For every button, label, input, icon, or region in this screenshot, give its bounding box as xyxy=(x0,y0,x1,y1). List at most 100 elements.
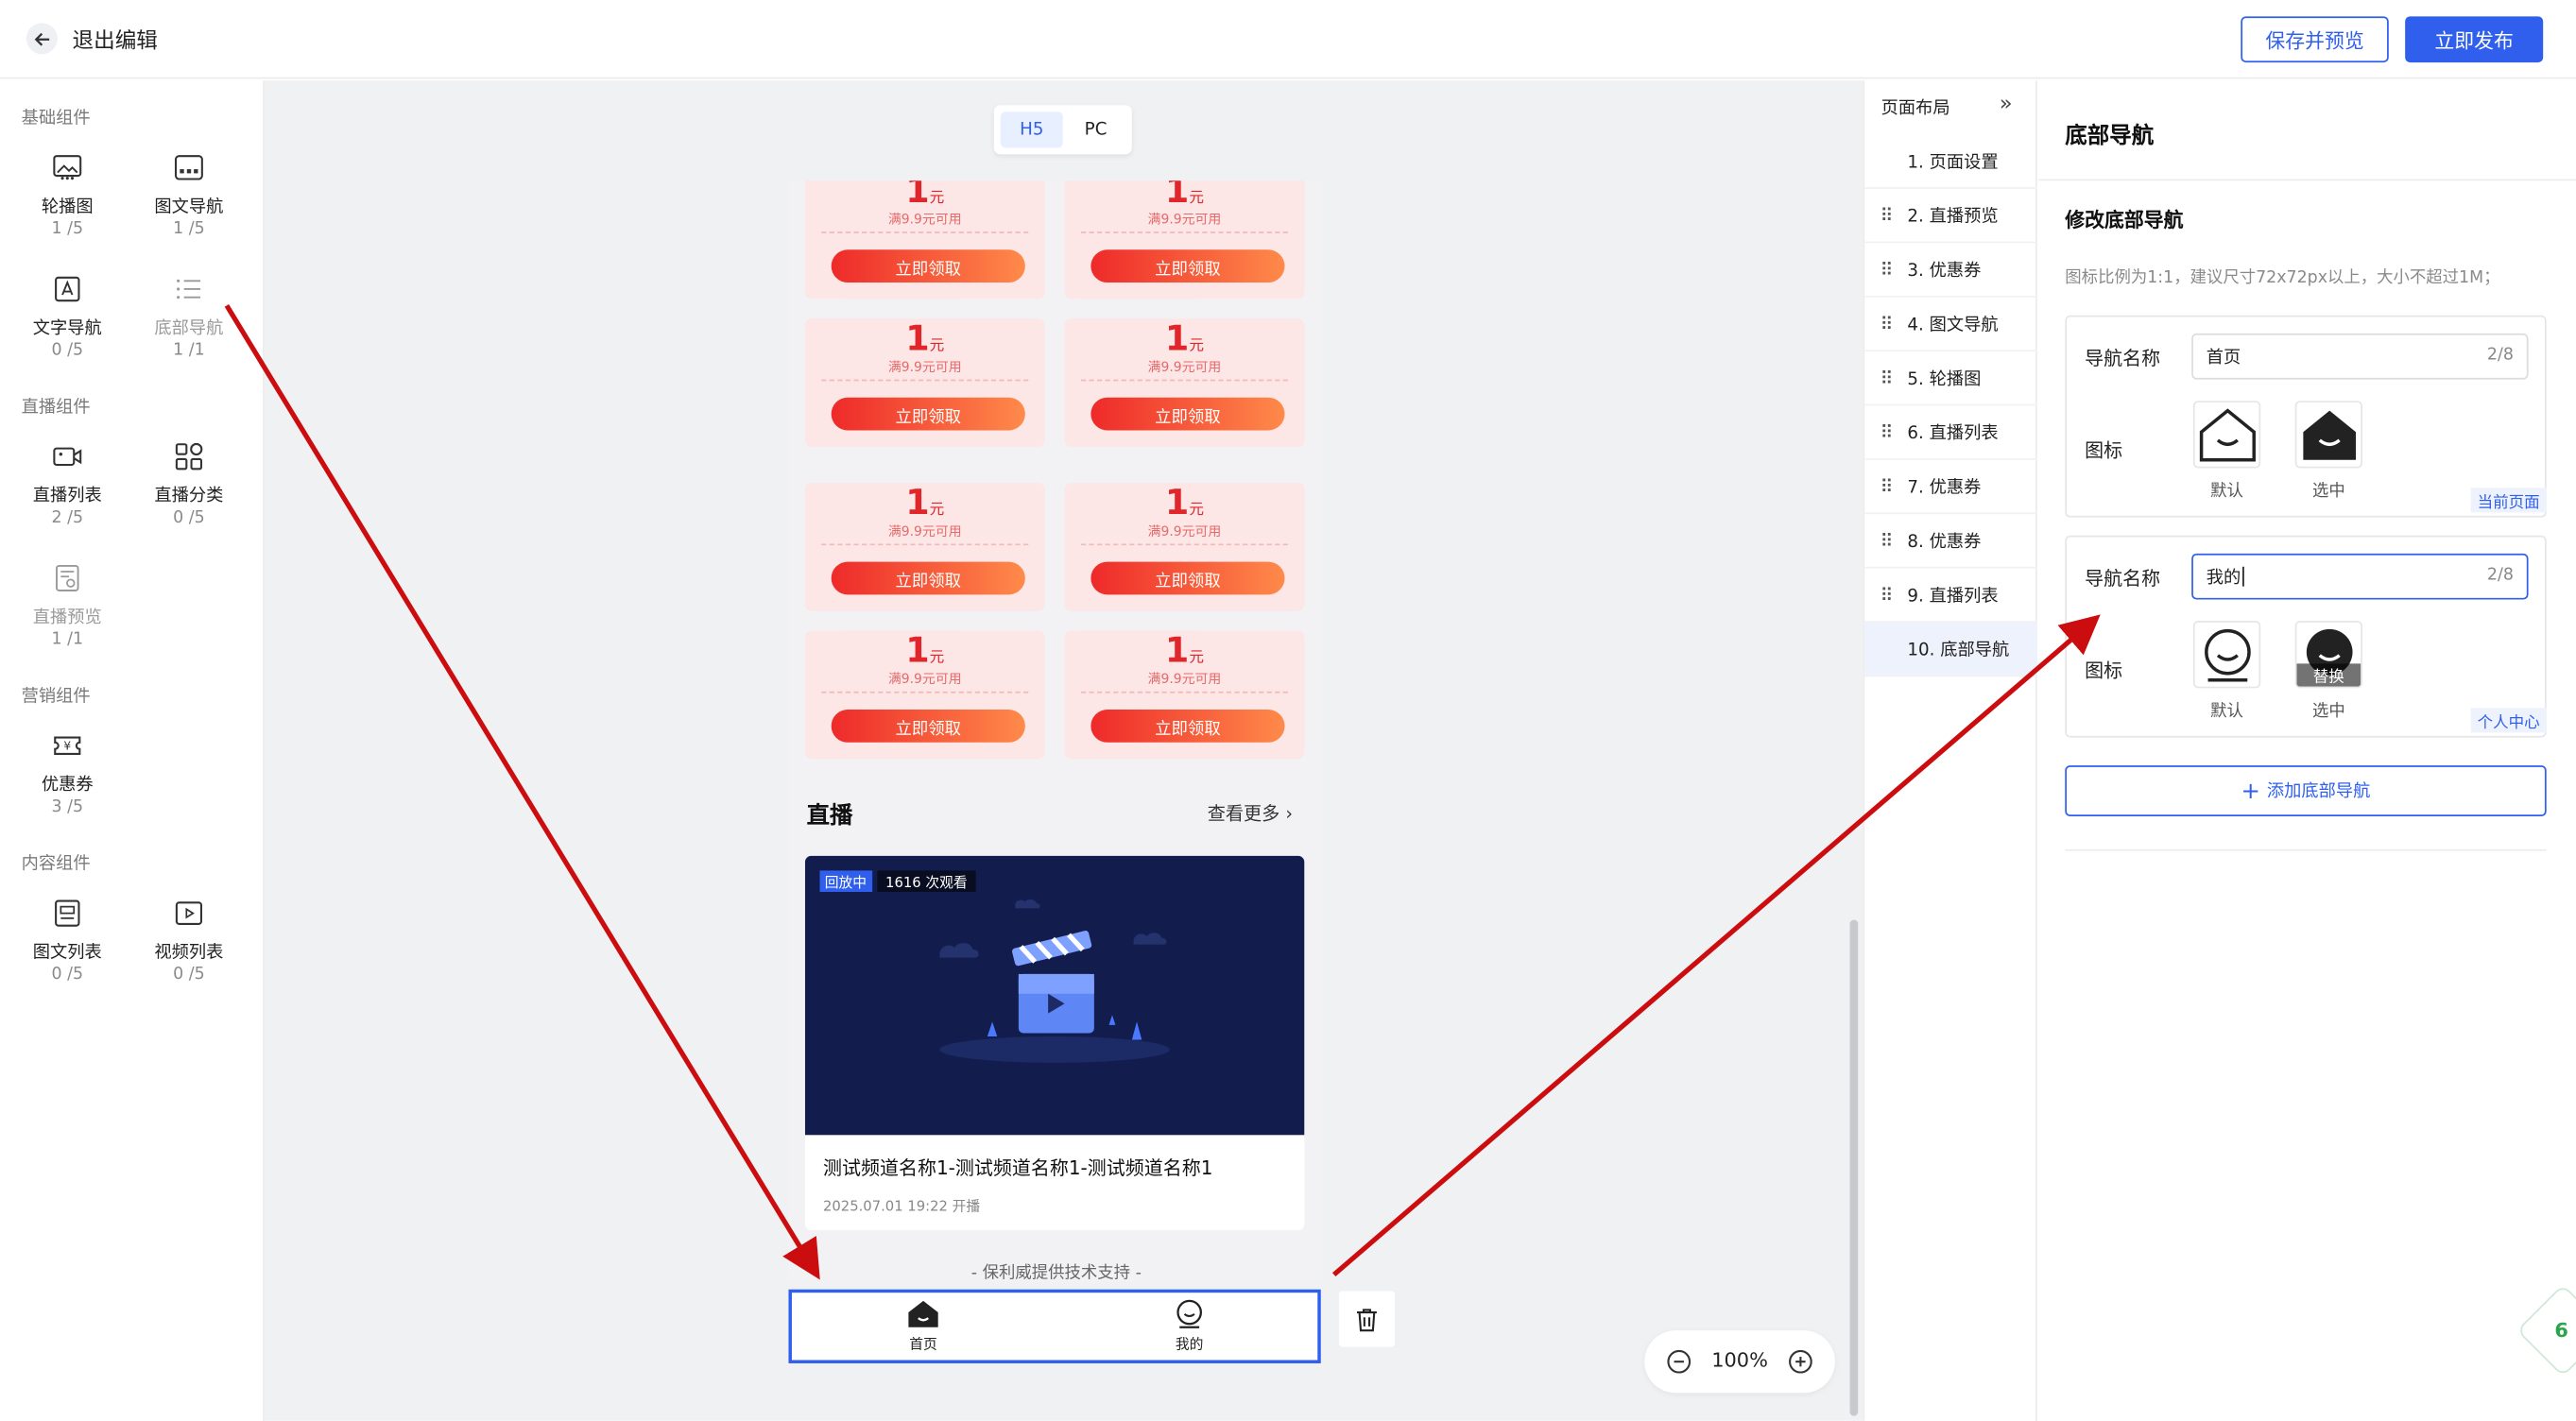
tech-support-text: - 保利威提供技术支持 - xyxy=(970,1264,1142,1283)
claim-coupon-button[interactable]: 立即领取 xyxy=(831,710,1025,743)
claim-coupon-button[interactable]: 立即领取 xyxy=(1091,249,1285,283)
live-card[interactable]: 回放中 1616 次观看 测试频道名称1-测试频道名称1-测试频道名称1 202… xyxy=(804,855,1305,1231)
component-count: 0 /5 xyxy=(51,966,84,984)
svg-text:¥: ¥ xyxy=(63,740,71,753)
delete-button[interactable] xyxy=(1338,1291,1395,1347)
component-article-list[interactable]: 图文列表 0 /5 xyxy=(18,899,116,985)
default-icon-upload[interactable] xyxy=(2192,621,2261,689)
drag-handle-icon[interactable]: ⠿ xyxy=(1880,204,1894,227)
component-video-list[interactable]: 视频列表 0 /5 xyxy=(140,899,238,985)
save-preview-button[interactable]: 保存并预览 xyxy=(2241,16,2389,63)
layout-item[interactable]: ⠿ 3. 优惠券 xyxy=(1864,243,2037,298)
home-filled-icon xyxy=(2302,409,2356,459)
coupon-card: 1元 满9.9元可用 立即领取 xyxy=(804,483,1045,611)
properties-panel xyxy=(2038,80,2576,1421)
component-panel xyxy=(0,80,265,1421)
add-bottom-nav-button[interactable]: +添加底部导航 xyxy=(2065,765,2547,817)
bottom-nav-mine[interactable]: 我的 xyxy=(1141,1299,1239,1354)
component-carousel[interactable]: 轮播图 1 /5 xyxy=(18,153,116,240)
layout-item[interactable]: 1. 页面设置 xyxy=(1864,135,2037,189)
nav-name-input[interactable]: 我的 2/8 xyxy=(2191,553,2529,600)
layout-item[interactable]: ⠿4. 图文导航 xyxy=(1864,298,2037,352)
coupon-card: 1元 满9.9元可用 立即领取 xyxy=(1064,318,1305,447)
publish-button[interactable]: 立即发布 xyxy=(2405,16,2544,63)
zoom-in-icon[interactable] xyxy=(1787,1348,1813,1375)
link-tag[interactable]: 当前页面 xyxy=(2470,488,2547,513)
claim-coupon-button[interactable]: 立即领取 xyxy=(831,397,1025,431)
icon-label: 图标 xyxy=(2085,438,2123,462)
selected-icon-upload[interactable] xyxy=(2294,401,2362,469)
help-widget-icon: 6 xyxy=(2554,1319,2568,1343)
section-title-live: 直播组件 xyxy=(21,397,91,418)
layout-item[interactable]: ⠿5. 轮播图 xyxy=(1864,351,2037,406)
coupon-condition: 满9.9元可用 xyxy=(1147,672,1222,687)
claim-coupon-button[interactable]: 立即领取 xyxy=(1091,710,1285,743)
claim-coupon-button[interactable]: 立即领取 xyxy=(1091,561,1285,595)
component-live-preview[interactable]: 直播预览 1 /1 xyxy=(18,563,116,650)
drag-handle-icon[interactable]: ⠿ xyxy=(1880,420,1894,443)
layout-item[interactable]: ⠿2. 直播预览 xyxy=(1864,189,2037,244)
icon-label: 图标 xyxy=(2085,659,2123,682)
component-name: 文字导航 xyxy=(32,318,102,339)
coupon-unit: 元 xyxy=(929,338,945,355)
collapse-icon[interactable]: » xyxy=(1999,92,2013,117)
back-button[interactable] xyxy=(26,23,58,55)
layout-item[interactable]: ⠿9. 直播列表 xyxy=(1864,569,2037,623)
bottom-nav-home[interactable]: 首页 xyxy=(874,1299,972,1354)
component-count: 0 /5 xyxy=(173,966,205,984)
link-tag[interactable]: 个人中心 xyxy=(2470,708,2547,733)
layout-item[interactable]: ⠿6. 直播列表 xyxy=(1864,405,2037,460)
coupon-amount: 1 xyxy=(905,180,930,211)
layout-item-active[interactable]: 10. 底部导航 xyxy=(1864,622,2037,677)
nav-name-label: 导航名称 xyxy=(2085,566,2161,591)
coupon-card: 1元 满9.9元可用 立即领取 xyxy=(804,180,1045,300)
component-text-nav[interactable]: 文字导航 0 /5 xyxy=(18,274,116,361)
drag-handle-icon[interactable]: ⠿ xyxy=(1880,367,1894,389)
component-bottom-nav[interactable]: 底部导航 1 /1 xyxy=(140,274,238,361)
coupon-unit: 元 xyxy=(1189,502,1204,520)
claim-coupon-button[interactable]: 立即领取 xyxy=(831,561,1025,595)
layout-item-label: 3. 优惠券 xyxy=(1907,260,1982,281)
drag-handle-icon[interactable]: ⠿ xyxy=(1880,584,1894,606)
view-more-link[interactable]: 查看更多 › xyxy=(1208,800,1293,827)
drag-handle-icon[interactable]: ⠿ xyxy=(1880,529,1894,552)
char-count: 2/8 xyxy=(2486,566,2514,585)
zoom-out-icon[interactable] xyxy=(1666,1348,1692,1375)
coupon-amount: 1 xyxy=(1164,180,1190,211)
coupon-unit: 元 xyxy=(1189,650,1204,667)
drag-handle-icon[interactable]: ⠿ xyxy=(1880,258,1894,281)
component-live-list[interactable]: 直播列表 2 /5 xyxy=(18,442,116,529)
nav-name-value: 我的 xyxy=(2206,567,2241,588)
layout-item-label: 10. 底部导航 xyxy=(1907,640,2010,660)
coupon-unit: 元 xyxy=(929,650,945,667)
drag-handle-icon[interactable]: ⠿ xyxy=(1880,475,1894,497)
component-count: 1 /1 xyxy=(173,341,205,360)
home-outline-icon xyxy=(2198,407,2256,461)
layout-item[interactable]: ⠿8. 优惠券 xyxy=(1864,514,2037,569)
nav-name-label: 导航名称 xyxy=(2085,346,2161,370)
coupon-card: 1元 满9.9元可用 立即领取 xyxy=(804,318,1045,447)
claim-coupon-button[interactable]: 立即领取 xyxy=(1091,397,1285,431)
selected-icon-upload[interactable]: 替换 xyxy=(2294,621,2362,689)
coupon-condition: 满9.9元可用 xyxy=(887,359,962,375)
layout-item[interactable]: ⠿7. 优惠券 xyxy=(1864,460,2037,515)
component-live-category[interactable]: 直播分类 0 /5 xyxy=(140,442,238,529)
claim-coupon-button[interactable]: 立即领取 xyxy=(831,249,1025,283)
bottom-nav-preview[interactable]: 首页 我的 xyxy=(788,1289,1321,1363)
tab-pc[interactable]: PC xyxy=(1084,119,1108,140)
drag-handle-icon[interactable]: ⠿ xyxy=(1880,313,1894,334)
default-icon-upload[interactable] xyxy=(2192,401,2261,469)
chevron-right-icon: › xyxy=(1285,803,1294,825)
exit-edit-label[interactable]: 退出编辑 xyxy=(72,29,158,55)
coupon-unit: 元 xyxy=(929,502,945,520)
replace-icon-button[interactable]: 替换 xyxy=(2296,663,2361,687)
component-grid-nav[interactable]: 图文导航 1 /5 xyxy=(140,153,238,240)
bottom-nav-label: 我的 xyxy=(1175,1337,1204,1354)
component-coupon[interactable]: ¥ 优惠券 3 /5 xyxy=(18,731,116,818)
canvas-scrollbar[interactable] xyxy=(1849,919,1859,1416)
tab-h5[interactable]: H5 xyxy=(1000,111,1063,148)
coupon-condition: 满9.9元可用 xyxy=(887,672,962,687)
video-icon xyxy=(53,447,82,467)
